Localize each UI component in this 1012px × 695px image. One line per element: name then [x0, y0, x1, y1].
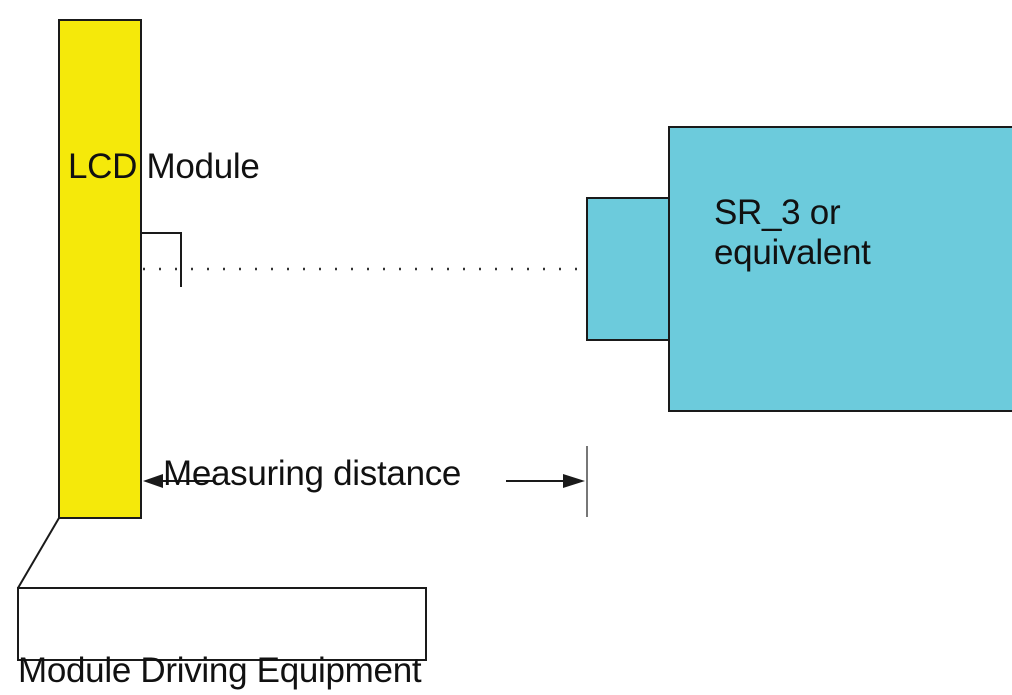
sr-device-label: SR_3 or equivalent — [714, 193, 871, 273]
lcd-module-label: LCD Module — [68, 147, 260, 186]
driving-equipment-label: Module Driving Equipment — [18, 651, 422, 690]
lcd-module-panel — [58, 19, 142, 519]
sr-device-body — [668, 126, 1012, 412]
measuring-distance-label: Measuring distance — [163, 454, 462, 493]
sr-device-label-line1: SR_3 or — [714, 193, 841, 232]
equipment-connector-line — [17, 517, 60, 589]
distance-arrowhead-right — [563, 474, 585, 488]
sr-device-lens — [586, 197, 670, 341]
sr-device-label-line2: equivalent — [714, 233, 871, 272]
distance-arrowhead-left — [143, 474, 163, 488]
lcd-probe-mark — [141, 232, 182, 287]
driving-equipment-box — [17, 587, 427, 661]
